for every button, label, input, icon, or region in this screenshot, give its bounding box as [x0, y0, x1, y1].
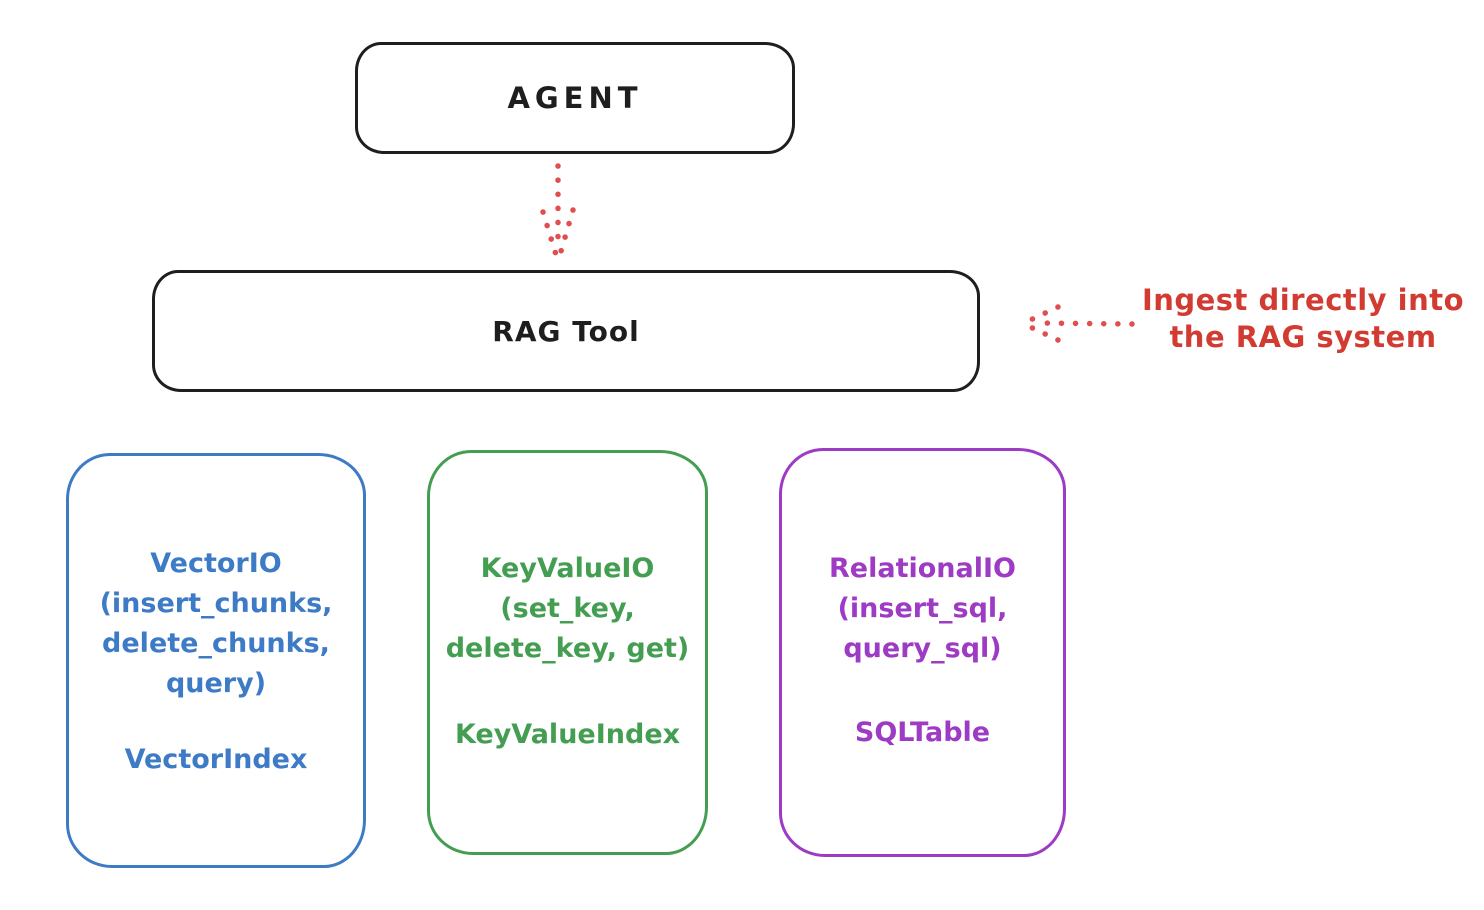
node-rag-tool-label: RAG Tool [492, 314, 640, 348]
relationalio-method: query_sql) [843, 633, 1002, 664]
node-keyvalueio[interactable]: KeyValueIO (set_key, delete_key, get) Ke… [427, 450, 708, 855]
relationalio-table-label: SQLTable [854, 717, 991, 748]
ingest-annotation-line2: the RAG system [1169, 320, 1437, 354]
ingest-annotation: Ingest directly into the RAG system [1128, 282, 1478, 356]
relationalio-method: (insert_sql, [837, 593, 1008, 624]
node-agent[interactable]: AGENT [355, 42, 795, 154]
vectorio-title: VectorIO [150, 548, 282, 579]
node-rag-tool[interactable]: RAG Tool [152, 270, 980, 392]
node-relationalio[interactable]: RelationalIO (insert_sql, query_sql) SQL… [779, 448, 1066, 857]
vectorio-method: query) [165, 668, 267, 699]
vectorio-index-label: VectorIndex [124, 744, 308, 775]
node-agent-label: AGENT [507, 81, 643, 115]
arrow-ingest-to-ragtool-icon [1021, 304, 1135, 343]
node-vectorio[interactable]: VectorIO (insert_chunks, delete_chunks, … [66, 453, 366, 868]
arrow-agent-to-ragtool-icon [540, 163, 576, 261]
relationalio-title: RelationalIO [829, 553, 1016, 584]
keyvalueio-title: KeyValueIO [480, 553, 655, 584]
ingest-annotation-line1: Ingest directly into [1141, 283, 1465, 317]
vectorio-method: delete_chunks, [102, 628, 330, 659]
keyvalueio-method: (set_key, [500, 593, 635, 624]
keyvalueio-method: delete_key, get) [445, 633, 690, 664]
keyvalueio-index-label: KeyValueIndex [454, 719, 681, 750]
vectorio-method: (insert_chunks, [99, 588, 333, 619]
